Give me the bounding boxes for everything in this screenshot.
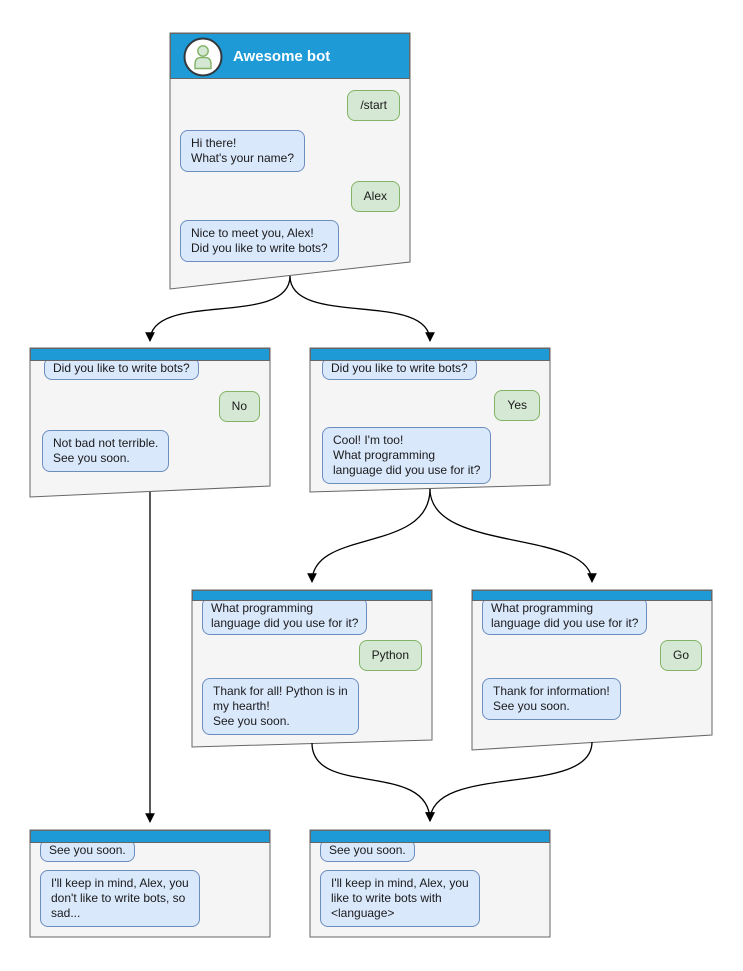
bot-message-bubble: Not bad not terrible. See you soon. — [42, 430, 170, 472]
bot-message-bubble: I'll keep in mind, Alex, you like to wri… — [320, 870, 480, 927]
edge-start-to-no — [145, 275, 291, 342]
edge-go-to-end — [425, 741, 593, 822]
user-message-bubble: No — [218, 391, 260, 422]
bot-message-bubble: Cool! I'm too! What programming language… — [322, 427, 492, 484]
bot-message-bubble: Thank for information! See you soon. — [482, 678, 621, 720]
branch-python-titlebar — [192, 590, 432, 601]
bot-title: Awesome bot — [233, 48, 331, 65]
end-no-titlebar — [30, 830, 270, 843]
user-message-bubble: Yes — [494, 390, 540, 421]
edge-yes-to-go — [429, 488, 597, 583]
user-message-bubble: Alex — [350, 181, 400, 212]
bot-message-bubble: I'll keep in mind, Alex, you don't like … — [40, 870, 200, 927]
bot-message-bubble: What programming language did you use fo… — [482, 597, 648, 635]
edge-start-to-yes — [289, 275, 435, 342]
bot-avatar person-icon — [183, 37, 223, 77]
branch-go-titlebar — [472, 590, 712, 601]
user-message-bubble: Python — [358, 640, 422, 671]
edge-python-to-end — [311, 742, 435, 822]
branch-yes-titlebar — [310, 348, 550, 361]
bot-message-bubble: Nice to meet you, Alex! Did you like to … — [180, 220, 339, 262]
start-window-titlebar: Awesome bot — [170, 33, 410, 79]
end-yes-titlebar — [310, 830, 550, 843]
bot-message-bubble: Thank for all! Python is in my hearth! S… — [202, 678, 359, 735]
bot-message-bubble: What programming language did you use fo… — [202, 597, 368, 635]
user-message-bubble: Go — [659, 640, 702, 671]
edge-yes-to-python — [307, 488, 431, 583]
user-message-bubble: /start — [347, 90, 400, 121]
bot-message-bubble: Hi there! What's your name? — [180, 130, 306, 172]
branch-no-titlebar — [30, 348, 270, 361]
